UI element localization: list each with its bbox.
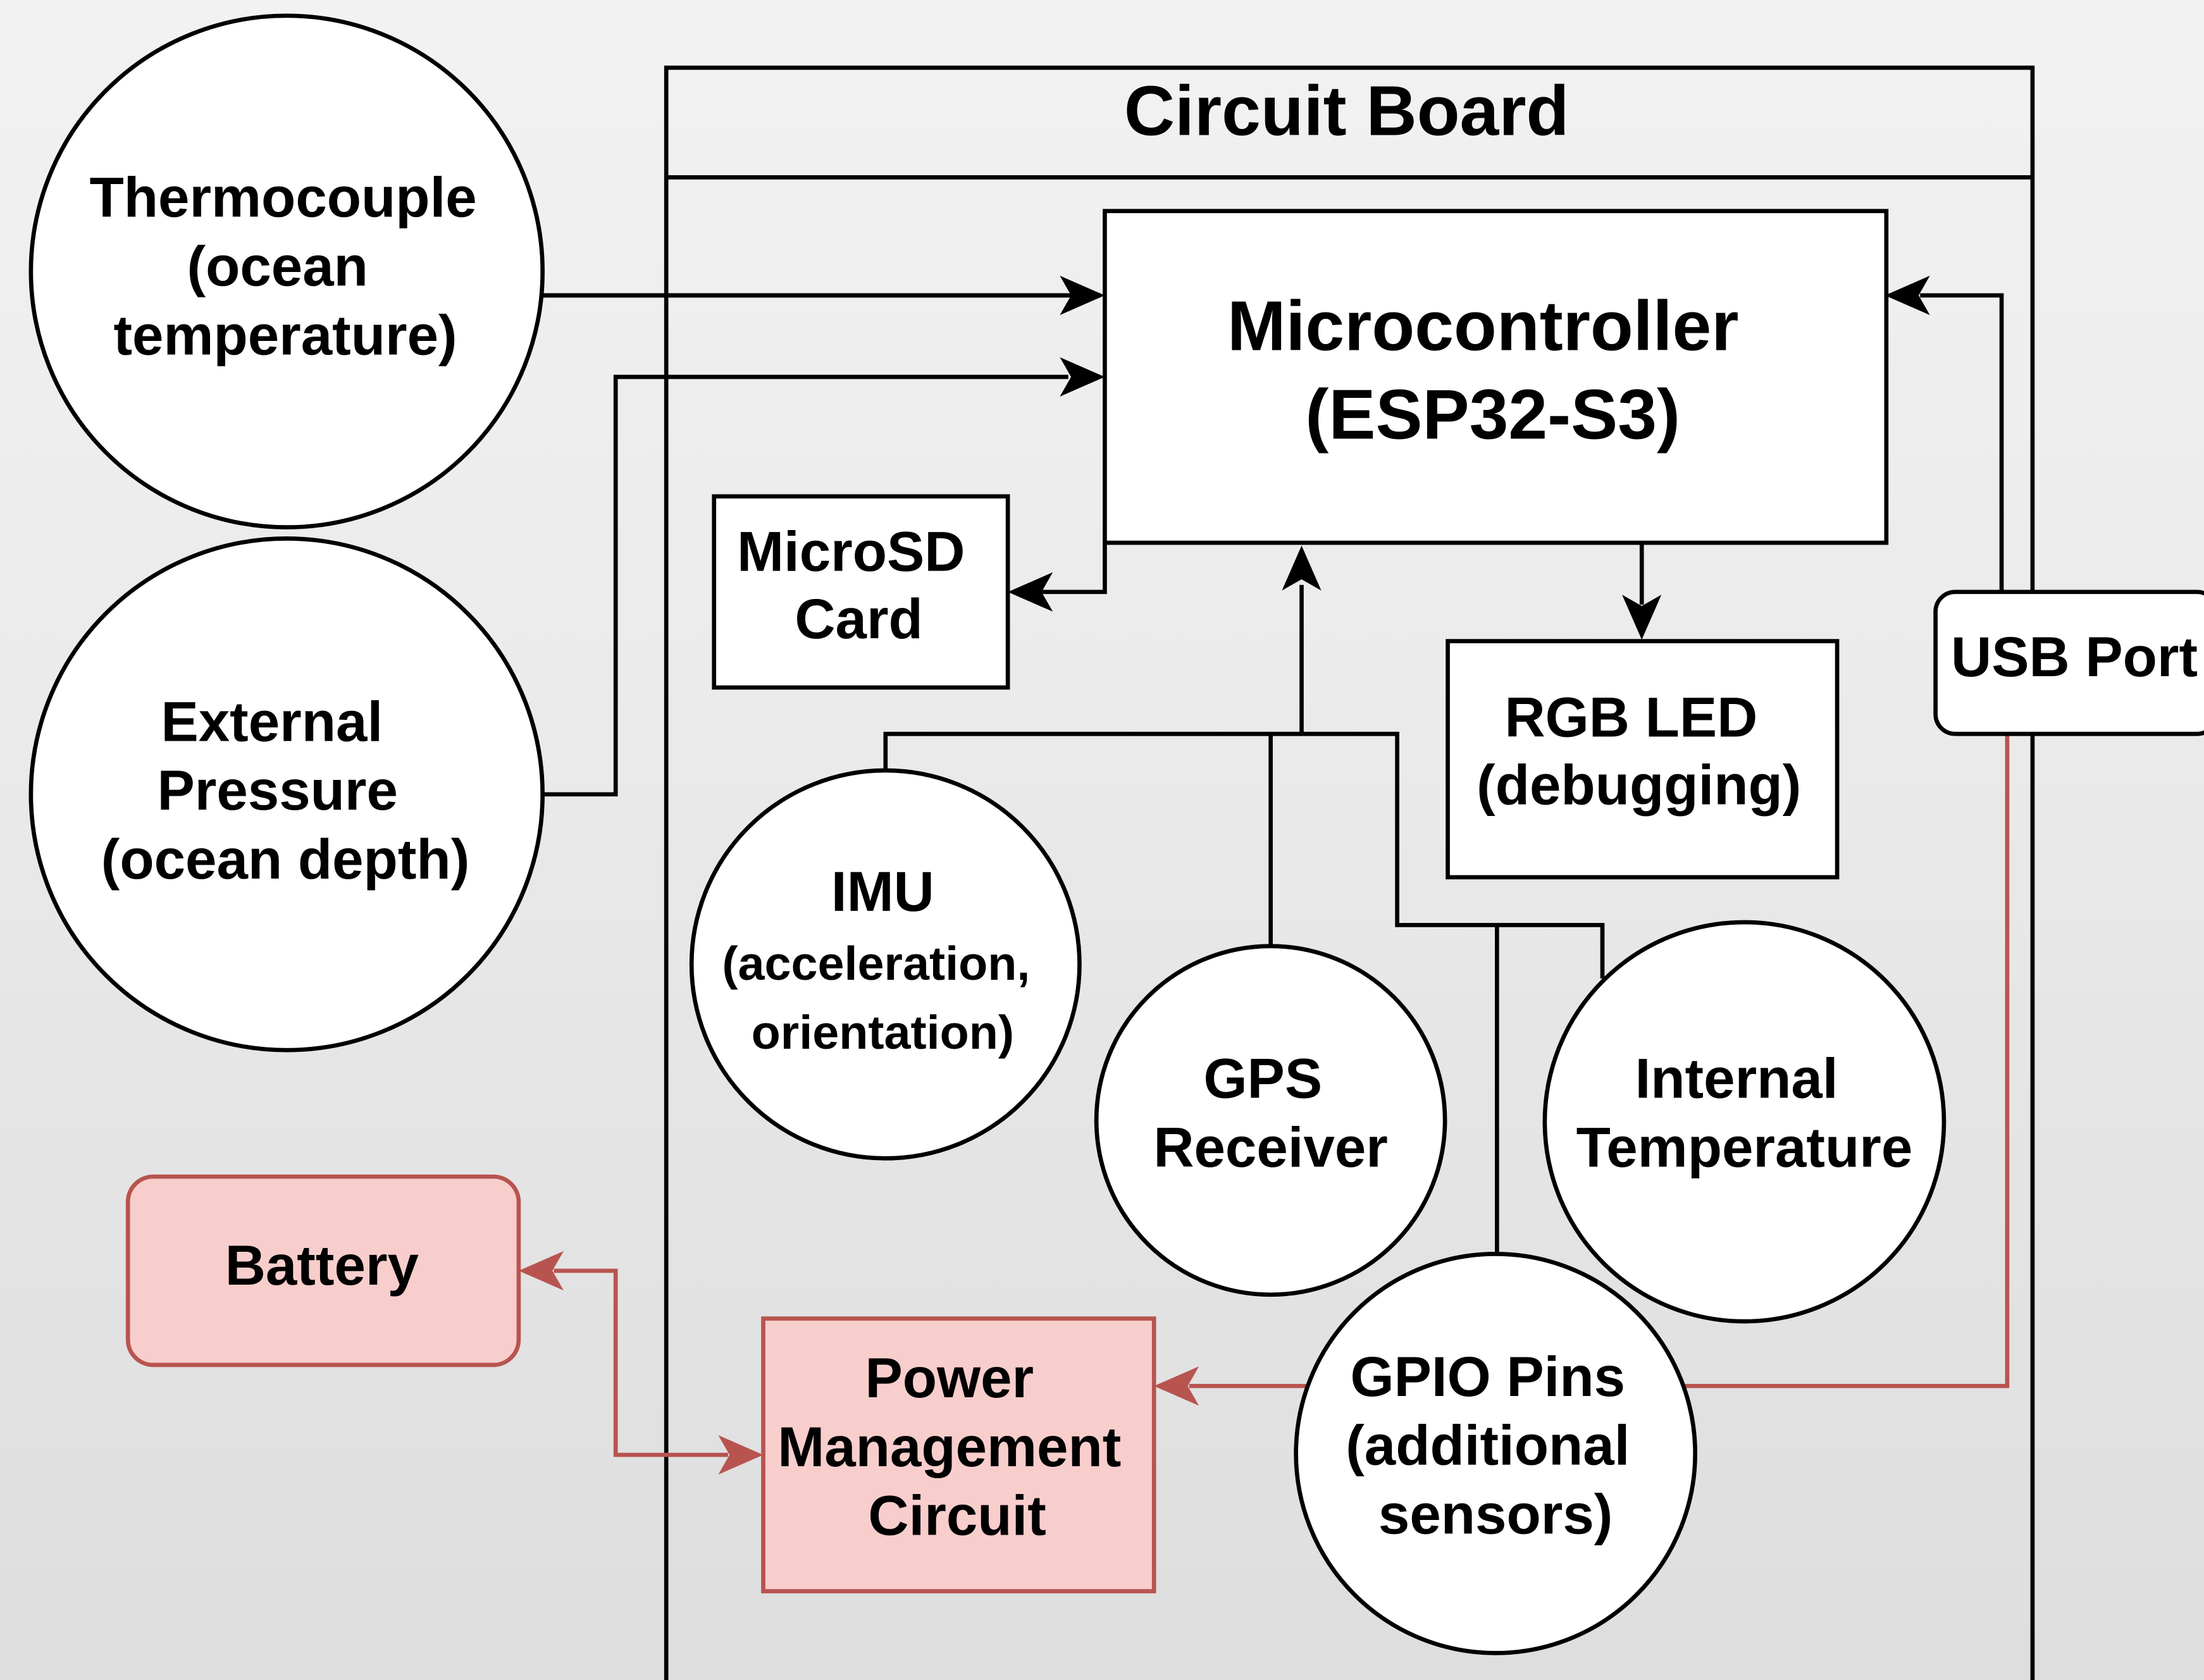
power-arrowheads (518, 1251, 1199, 1475)
microsd-node: MicroSD Card (712, 494, 1010, 690)
rgb-led-node: RGB LED (debugging) (1446, 639, 1840, 880)
svg-text:Microcontroller (ESP32-S: Microcontroller (ESP32-S3) (1227, 287, 1758, 454)
svg-text:Internal Temperature: Internal Temperature (1576, 1047, 1913, 1179)
internal-temp-label-2: Temperature (1576, 1116, 1913, 1179)
arrowhead-thermocouple (1060, 275, 1105, 316)
connector-usb-to-mcu (1920, 293, 2004, 592)
usb-port-node: USB Port (1933, 590, 2204, 736)
svg-text:GPIO Pins (additional: GPIO Pins (additional sensors) (1346, 1345, 1645, 1546)
svg-text:(acceleration, orientati: (acceleration, orientation) (722, 937, 1043, 1059)
gps-label-2: Receiver (1153, 1116, 1388, 1179)
rgb-led-label-1: RGB LED (1504, 686, 1757, 749)
svg-text:GPS Receiver: GPS Receiver (1153, 1047, 1388, 1179)
svg-text:Battery: Battery (225, 1234, 419, 1297)
internal-temperature-node: Internal Temperature (1542, 920, 1947, 1324)
svg-text:Thermocouple (ocean: Thermocouple (ocean temperature) (89, 166, 492, 367)
svg-text:RGB LED (debugging): RGB LED (debugging) (1477, 686, 1801, 817)
imu-label-1: IMU (831, 860, 934, 923)
thermocouple-label-3: temperature) (113, 304, 457, 366)
microcontroller-node: Microcontroller (ESP32-S3) (1103, 209, 1889, 545)
microsd-label-2: Card (795, 588, 922, 650)
imu-label-3: orientation) (752, 1006, 1014, 1059)
connector-usb-power (1683, 734, 2010, 1388)
power-connectors (554, 734, 2010, 1457)
arrowhead-sensors-mcu (1282, 545, 1322, 591)
power-mgmt-label-3: Circuit (868, 1485, 1046, 1547)
power-mgmt-label-1: Power (865, 1347, 1034, 1409)
gpio-node: GPIO Pins (additional sensors) (1294, 1252, 1697, 1655)
svg-text:USB Port: USB Port (1951, 626, 2198, 688)
connector-pressure-to-mcu (542, 374, 1068, 797)
power-management-node: Power Management Circuit (761, 1316, 1156, 1593)
microcontroller-label-1: Microcontroller (1227, 287, 1739, 366)
gps-node: GPS Receiver (1094, 944, 1447, 1297)
circuit-board-container: Circuit Board (664, 65, 2035, 1680)
pressure-node: External Pressure (ocean depth) (28, 536, 545, 1053)
svg-text:External Pressure: External Pressure (ocean depth) (101, 690, 470, 891)
gpio-label-3: sensors) (1378, 1483, 1613, 1546)
imu-label-2: (acceleration, (722, 937, 1030, 991)
rgb-led-label-2: (debugging) (1477, 753, 1801, 816)
microsd-label-1: MicroSD (737, 520, 965, 583)
gpio-label-1: GPIO Pins (1351, 1345, 1626, 1408)
arrowhead-usb-mcu (1885, 275, 1930, 316)
connector-battery-power (554, 1268, 728, 1457)
svg-text:MicroSD Card: MicroSD Card (737, 520, 981, 650)
arrowhead-pressure (1060, 357, 1105, 397)
usb-port-label: USB Port (1951, 626, 2198, 688)
gps-label-1: GPS (1203, 1047, 1322, 1110)
battery-node: Battery (125, 1174, 521, 1368)
power-mgmt-label-2: Management (777, 1416, 1121, 1478)
microcontroller-label-2: (ESP32-S3) (1305, 375, 1680, 454)
thermocouple-label-1: Thermocouple (89, 166, 476, 229)
arrowhead-rgbled (1622, 595, 1662, 640)
connectors (542, 293, 2004, 1257)
pressure-label-2: Pressure (158, 759, 398, 822)
imu-node: IMU (acceleration, orientation) (689, 768, 1082, 1161)
arrowhead-microsd (1008, 572, 1053, 612)
internal-temp-label-1: Internal (1635, 1047, 1838, 1110)
thermocouple-node: Thermocouple (ocean temperature) (28, 13, 545, 529)
pressure-label-3: (ocean depth) (101, 828, 470, 891)
battery-label: Battery (225, 1234, 419, 1297)
pressure-label-1: External (161, 690, 383, 753)
svg-text:Power Management C: Power Management Circuit (777, 1347, 1137, 1547)
svg-text:IMU: IMU (831, 860, 934, 923)
arrowheads (1008, 275, 1930, 640)
thermocouple-label-2: (ocean (187, 235, 368, 297)
circuit-board-title: Circuit Board (1124, 71, 1569, 151)
connector-mcu-to-microsd (1040, 543, 1107, 595)
gpio-label-2: (additional (1346, 1414, 1630, 1477)
